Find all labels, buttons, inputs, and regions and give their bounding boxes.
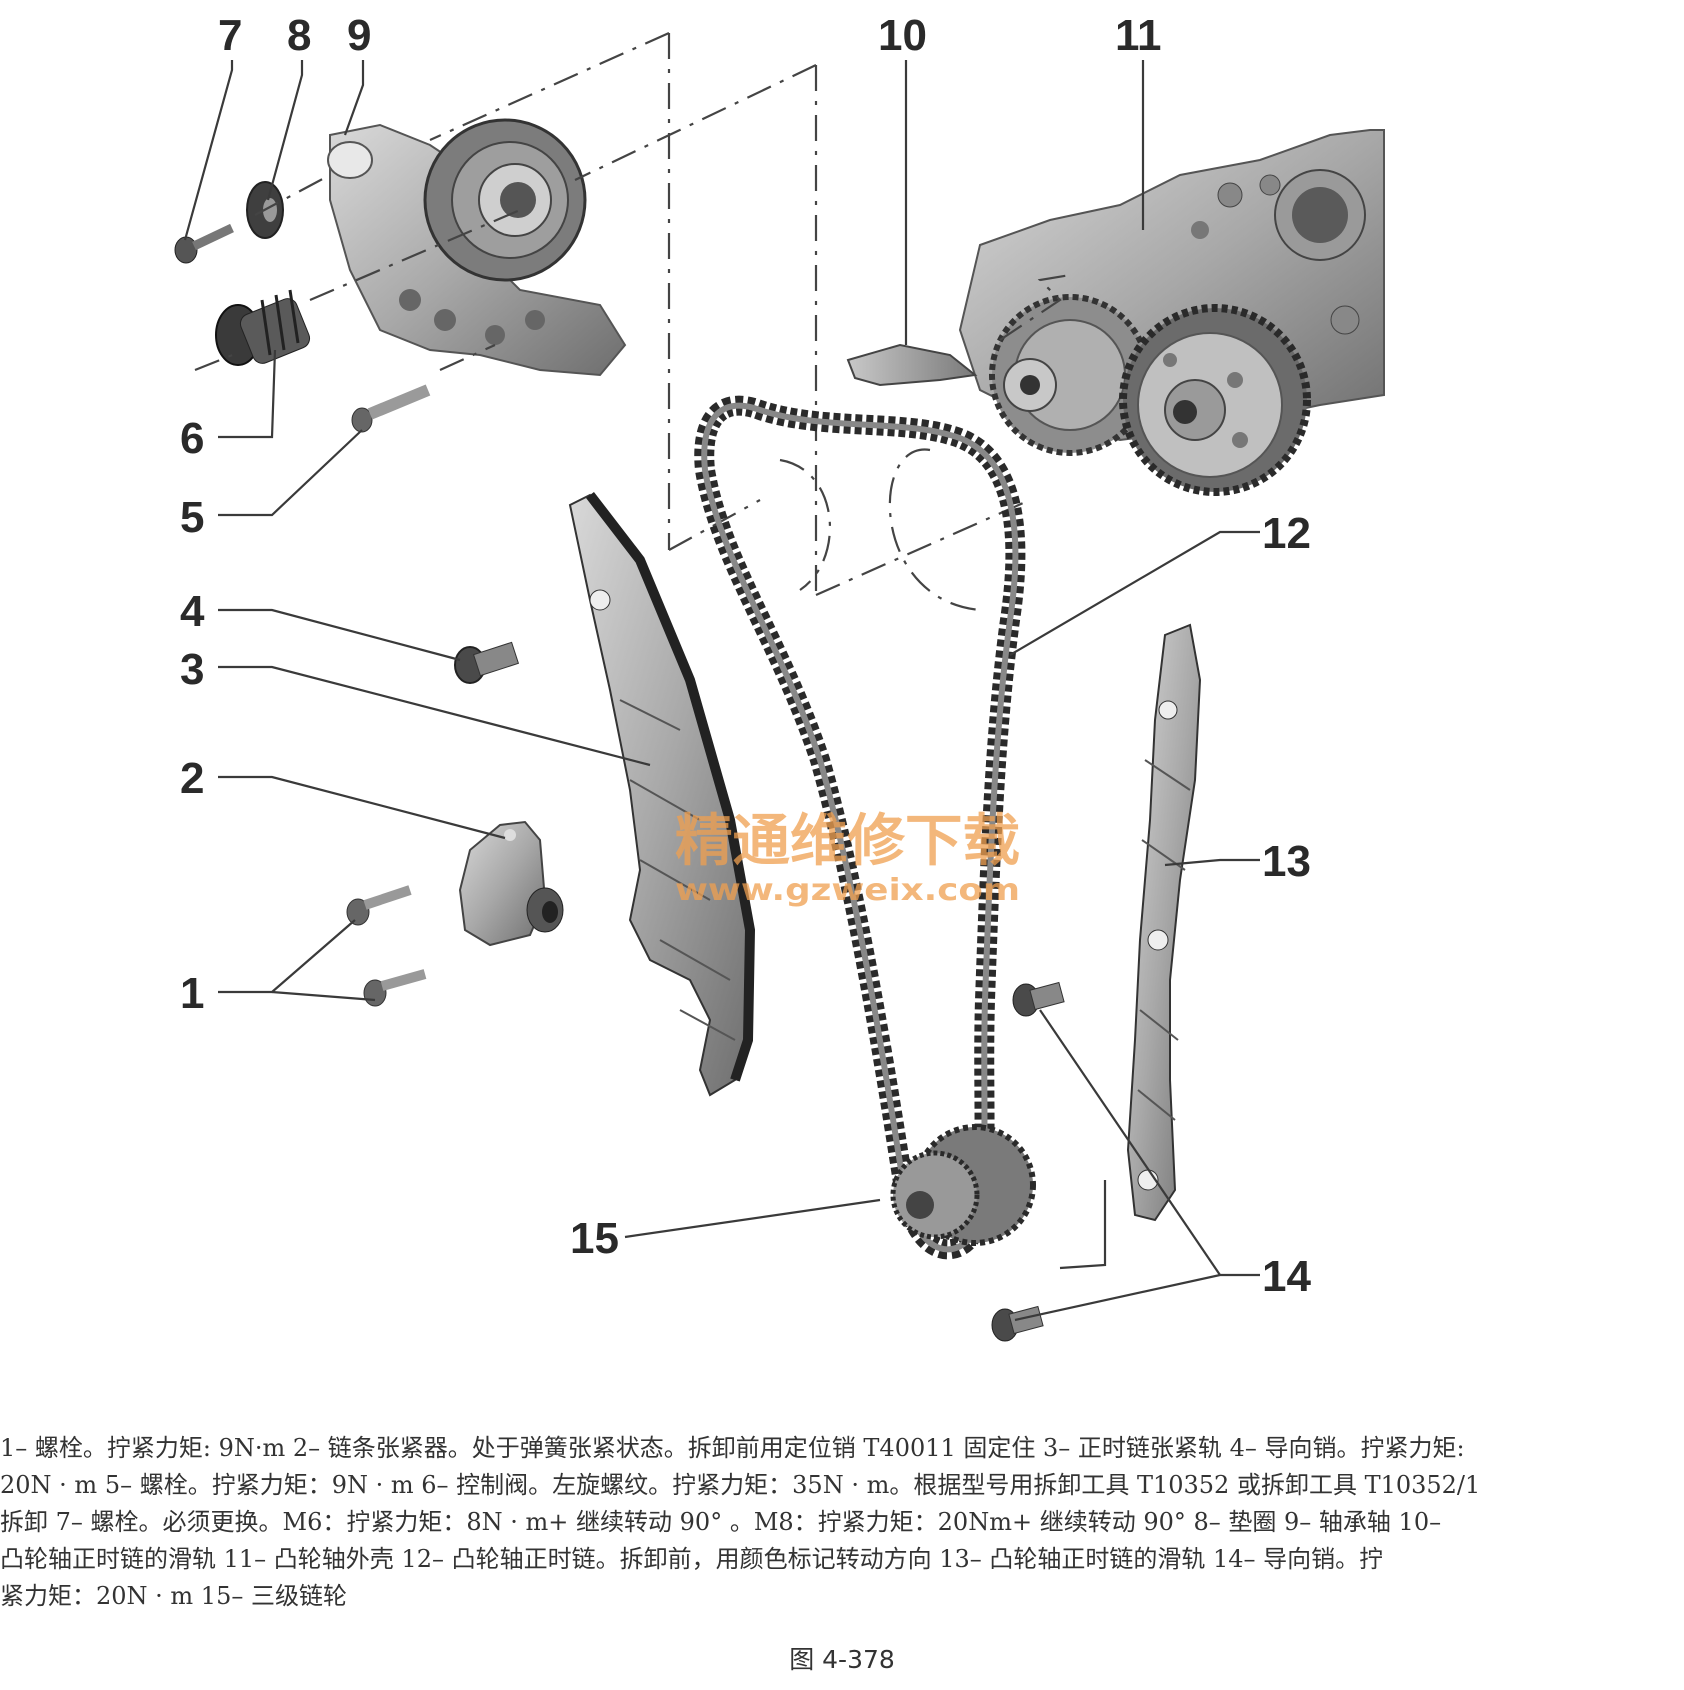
callout-11: 11 [1115,11,1162,60]
tensioner-rail [568,491,756,1097]
figure-caption: 1– 螺栓。拧紧力矩: 9N·m 2– 链条张紧器。处于弹簧张紧状态。拆卸前用定… [0,1430,1684,1640]
callout-15: 15 [570,1214,619,1263]
caption-line: 紧力矩：20N · m 15– 三级链轮 [0,1582,347,1610]
slide-rail-13 [1126,623,1202,1222]
bolt-5 [351,384,431,433]
chain-tensioner [458,820,564,947]
caption-line: 凸轮轴正时链的滑轨 11– 凸轮轴外壳 12– 凸轮轴正时链。拆卸前，用颜色标记… [0,1545,1384,1573]
watermark-url: www.gzweix.com [675,873,1020,908]
exploded-diagram: 7 8 9 10 11 6 5 4 3 2 1 12 13 15 14 精通维修… [174,11,1385,1342]
camshaft-sprocket-left [989,294,1151,456]
callout-10: 10 [878,11,927,60]
guide-pin-4 [454,641,520,684]
timing-chain [694,395,1026,1260]
callout-3: 3 [180,645,204,694]
bolts-1 [346,885,427,1007]
caption-line: 20N · m 5– 螺栓。拧紧力矩：9N · m 6– 控制阀。左旋螺纹。拧紧… [0,1471,1481,1499]
caption-line: 1– 螺栓。拧紧力矩: 9N·m 2– 链条张紧器。处于弹簧张紧状态。拆卸前用定… [0,1434,1465,1462]
assembly-dashed-lines [194,31,1071,612]
three-stage-sprocket [890,1124,1036,1246]
watermark-title: 精通维修下载 [675,808,1020,874]
callout-14: 14 [1262,1252,1311,1301]
callout-6: 6 [180,414,204,463]
callout-4: 4 [180,587,205,636]
control-valve [215,289,311,366]
bearing-shaft-pulley [423,118,587,282]
bolt-7 [174,223,234,264]
callout-1: 1 [180,969,204,1018]
callout-9: 9 [347,11,371,60]
callout-labels: 7 8 9 10 11 6 5 4 3 2 1 12 13 15 14 [180,11,1311,1301]
guide-pins-14 [991,981,1065,1342]
caption-line: 拆卸 7– 螺栓。必须更换。M6：拧紧力矩：8N · m+ 继续转动 90° 。… [0,1508,1442,1536]
figure-number: 图 4-378 [789,1645,895,1674]
callout-7: 7 [218,11,242,60]
callout-2: 2 [180,754,204,803]
camshaft-sprocket-right [1119,304,1311,496]
callout-12: 12 [1262,509,1311,558]
watermark: 精通维修下载 www.gzweix.com [675,808,1020,908]
leader-lines [183,60,1260,1322]
callout-13: 13 [1262,837,1311,886]
callout-5: 5 [180,493,204,542]
slide-rail-small [846,343,978,387]
callout-8: 8 [287,11,311,60]
